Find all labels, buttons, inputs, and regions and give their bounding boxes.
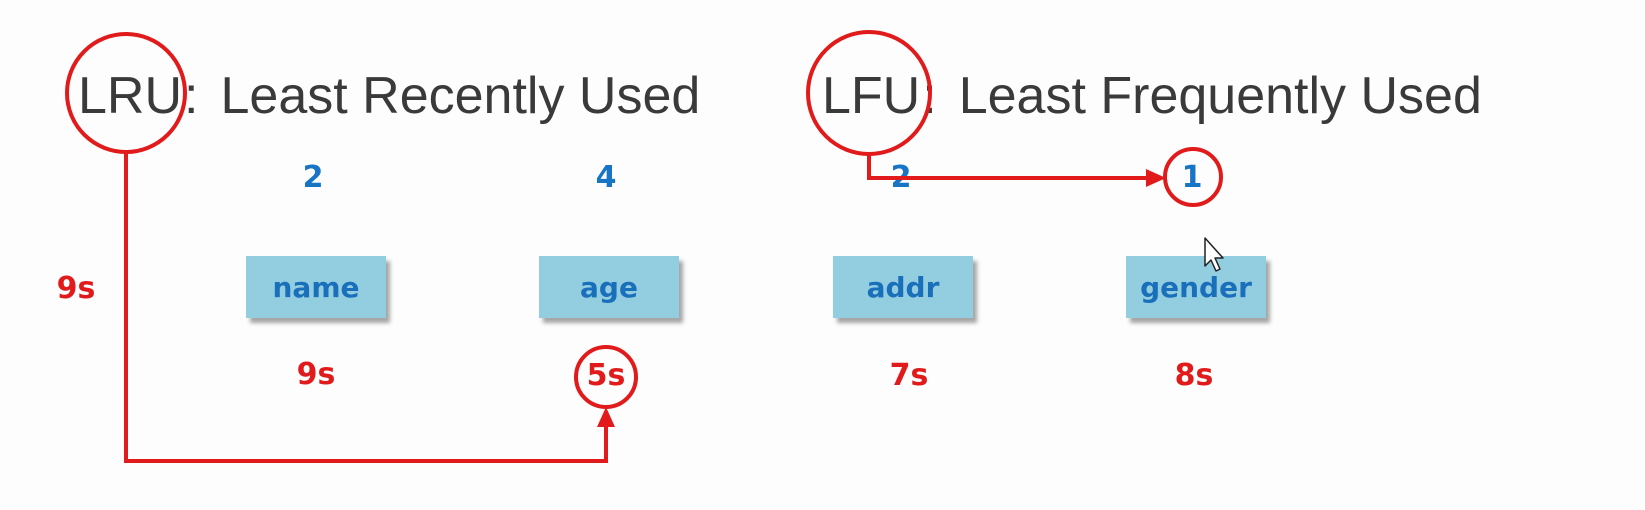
lru-title: LRU: Least Recently Used	[78, 66, 700, 126]
lru-colon: :	[184, 67, 199, 125]
lru-side-time: 9s	[56, 271, 96, 306]
lru-connector-line	[124, 152, 608, 463]
lfu-abbr: LFU	[822, 67, 921, 125]
time-age: 5s	[586, 358, 626, 393]
key-box-addr: addr	[833, 256, 973, 318]
lfu-title: LFU:Least Frequently Used	[822, 66, 1482, 126]
count-age: 4	[595, 160, 617, 195]
lru-full-name: Least Recently Used	[220, 67, 701, 125]
time-name: 9s	[296, 357, 336, 392]
count-gender: 1	[1181, 160, 1203, 195]
evict-5s-circle	[574, 345, 638, 409]
mouse-cursor-icon	[1204, 237, 1224, 272]
key-box-gender: gender	[1126, 256, 1266, 318]
lfu-arrowhead-icon	[1146, 169, 1166, 187]
evict-count-circle	[1163, 147, 1223, 207]
lfu-connector-line	[867, 154, 1150, 180]
lfu-full-name: Least Frequently Used	[958, 67, 1482, 125]
key-box-age: age	[539, 256, 679, 318]
time-addr: 7s	[889, 358, 929, 393]
lru-arrowhead-icon	[597, 407, 615, 427]
time-gender: 8s	[1174, 358, 1214, 393]
key-box-name: name	[246, 256, 386, 318]
lru-abbr: LRU	[78, 67, 183, 125]
lru-highlight-circle	[65, 32, 187, 154]
lfu-highlight-circle	[806, 30, 932, 156]
count-name: 2	[302, 160, 324, 195]
